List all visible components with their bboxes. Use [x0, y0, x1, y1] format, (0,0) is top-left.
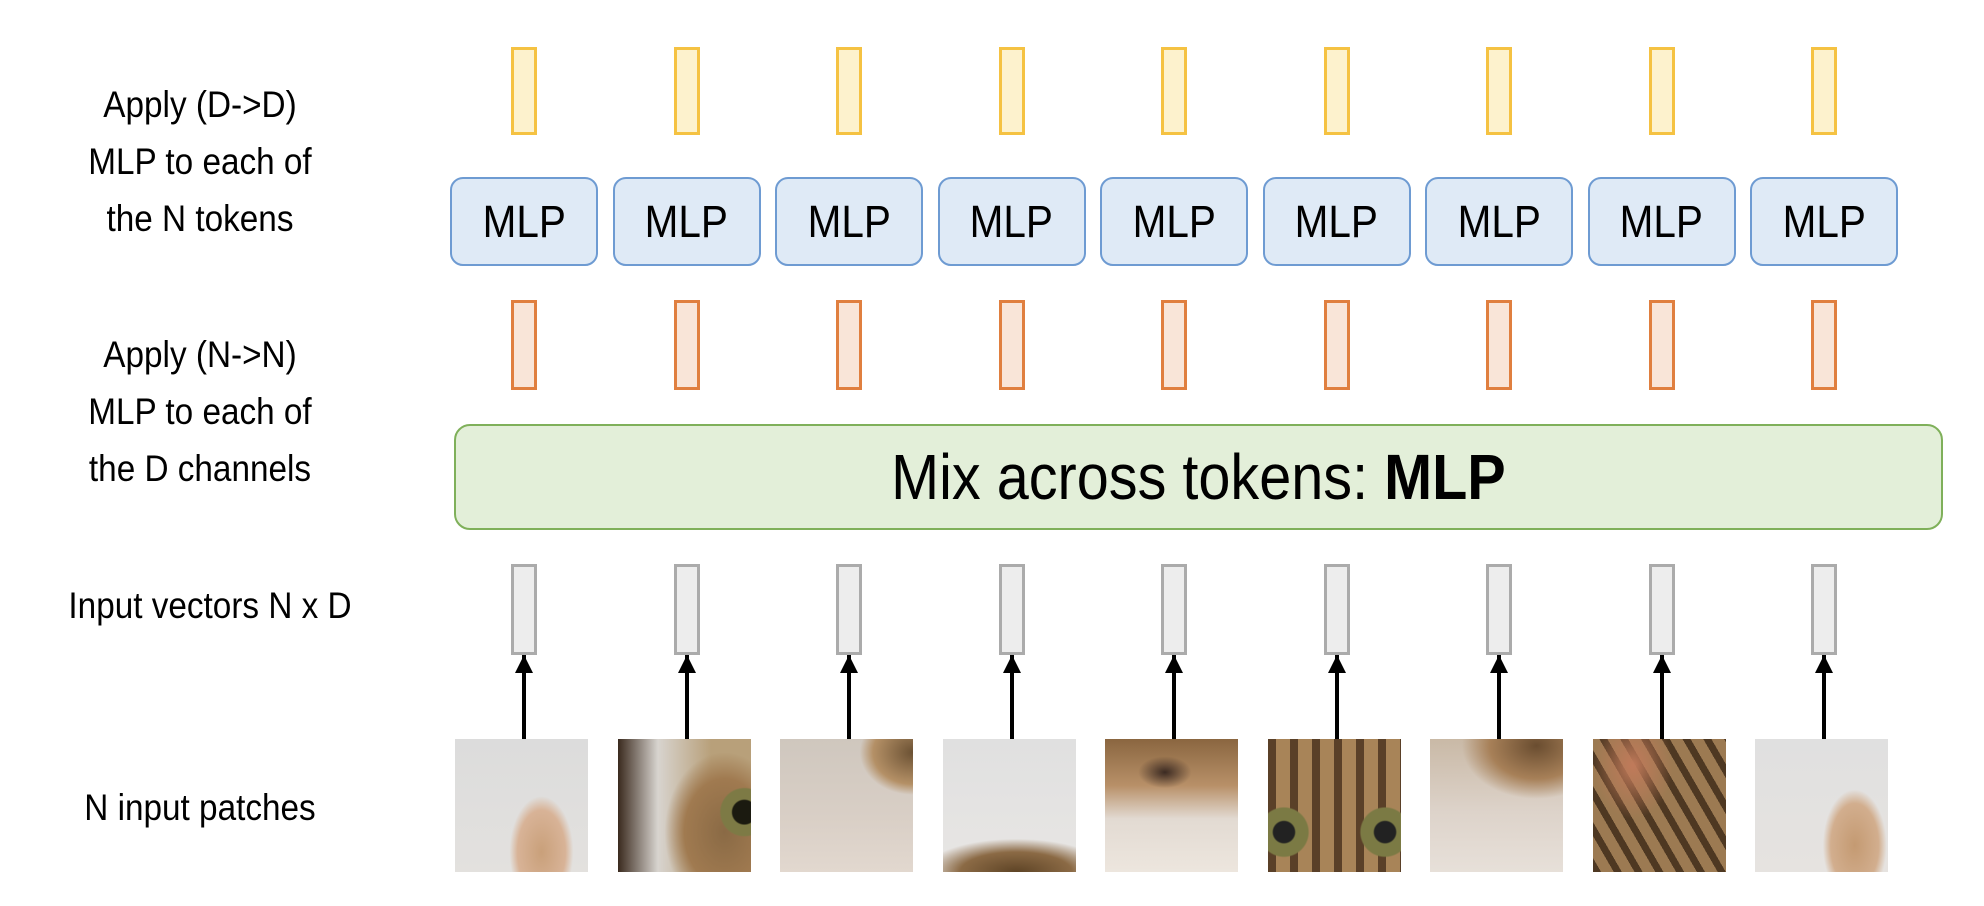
mlp-box-label: MLP	[482, 195, 566, 247]
input-patch-cat-face-side	[1592, 739, 1726, 872]
channel-mlp-box: MLP	[1750, 177, 1898, 266]
channel-mlp-box: MLP	[450, 177, 598, 266]
input-token-vector	[673, 564, 700, 655]
output-token-vector	[511, 47, 537, 135]
up-arrow-icon	[515, 655, 533, 739]
channel-mlp-box: MLP	[1587, 177, 1736, 266]
input-token-vector	[836, 564, 862, 655]
mlp-box-label: MLP	[1294, 195, 1379, 247]
up-arrow-icon	[1490, 655, 1508, 739]
label-line: MLP to each of	[88, 141, 312, 182]
input-token-vector	[1323, 564, 1350, 655]
channel-mlp-label: Apply (N->N) MLP to each of the D channe…	[56, 326, 344, 497]
mlp-box-label: MLP	[807, 195, 891, 247]
label-line: MLP to each of	[88, 391, 312, 432]
mixed-token-vector	[998, 300, 1025, 390]
channel-mlp-box: MLP	[1262, 177, 1411, 266]
mlp-box-label: MLP	[1457, 195, 1541, 247]
input-token-vector	[998, 564, 1025, 655]
input-vectors-label: Input vectors N x D	[68, 585, 352, 626]
label-line: the N tokens	[106, 198, 294, 239]
mixed-token-vector	[1811, 300, 1837, 390]
input-patch-cat-fur-whiskers-2	[1430, 739, 1563, 872]
input-patches-label: N input patches	[84, 787, 316, 828]
label-line: the D channels	[88, 448, 312, 489]
output-token-vector	[1811, 47, 1837, 135]
channel-mlp-box: MLP	[1100, 177, 1248, 266]
mixed-token-vector	[1323, 300, 1350, 390]
label-line: Apply (N->N)	[103, 334, 297, 375]
mixed-token-vector	[1648, 300, 1675, 390]
channel-mlp-box: MLP	[1425, 177, 1573, 266]
up-arrow-icon	[1652, 655, 1671, 739]
output-token-vector	[1486, 47, 1512, 135]
up-arrow-icon	[1815, 655, 1833, 739]
mix-box-text: Mix across tokens:	[891, 441, 1385, 513]
mlp-box-label: MLP	[644, 195, 729, 247]
input-patch-cat-eye-left	[617, 739, 751, 872]
up-arrow-icon	[677, 655, 696, 739]
input-patch-cat-ear-2	[1755, 739, 1888, 872]
input-patch-cat-eyes	[1267, 739, 1401, 872]
channel-mlp-box: MLP	[937, 177, 1086, 266]
output-token-vector	[998, 47, 1025, 135]
input-token-vector	[511, 564, 537, 655]
up-arrow-icon	[1327, 655, 1346, 739]
channel-mlp-box: MLP	[775, 177, 923, 266]
token-mixing-mlp-box: Mix across tokens: MLP	[454, 424, 1943, 530]
output-token-vector	[1161, 47, 1187, 135]
mixed-token-vector	[1161, 300, 1187, 390]
channel-mlp-box: MLP	[612, 177, 761, 266]
input-token-vector	[1486, 564, 1512, 655]
mlp-box-label: MLP	[1132, 195, 1216, 247]
up-arrow-icon	[1165, 655, 1183, 739]
input-token-vector	[1161, 564, 1187, 655]
input-patch-cat-fur-whiskers	[780, 739, 913, 872]
output-token-vector	[836, 47, 862, 135]
input-patch-cat-nose	[1105, 739, 1238, 872]
input-token-vector	[1648, 564, 1675, 655]
mlp-box-label: MLP	[1619, 195, 1704, 247]
input-token-vector	[1811, 564, 1837, 655]
mixed-token-vector	[511, 300, 537, 390]
output-token-vector	[1323, 47, 1350, 135]
up-arrow-icon	[840, 655, 858, 739]
mixed-token-vector	[1486, 300, 1512, 390]
mixed-token-vector	[836, 300, 862, 390]
mix-box-bold-text: MLP	[1384, 441, 1506, 513]
input-patch-cat-ear	[455, 739, 588, 872]
up-arrow-icon	[1002, 655, 1021, 739]
mlp-box-label: MLP	[969, 195, 1054, 247]
mlp-box-label: MLP	[1782, 195, 1866, 247]
output-token-vector	[673, 47, 700, 135]
label-line: Apply (D->D)	[103, 84, 297, 125]
token-mlp-label: Apply (D->D) MLP to each of the N tokens	[56, 76, 344, 247]
mixed-token-vector	[673, 300, 700, 390]
output-token-vector	[1648, 47, 1675, 135]
input-patch-cat-head-bottom	[942, 739, 1076, 872]
